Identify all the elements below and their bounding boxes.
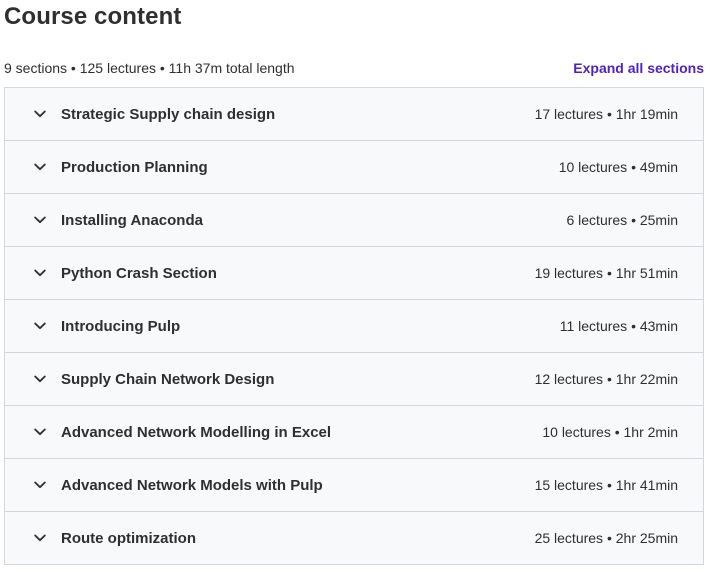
section-title: Installing Anaconda (61, 211, 203, 229)
section-header[interactable]: Route optimization 25 lectures • 2hr 25m… (5, 512, 703, 565)
section-meta: 15 lectures • 1hr 41min (534, 477, 678, 493)
section-meta: 12 lectures • 1hr 22min (534, 371, 678, 387)
section-header[interactable]: Installing Anaconda 6 lectures • 25min (5, 194, 703, 247)
chevron-down-icon (33, 425, 47, 439)
expand-all-sections-button[interactable]: Expand all sections (573, 60, 704, 76)
section-title: Strategic Supply chain design (61, 105, 276, 123)
chevron-down-icon (33, 319, 47, 333)
chevron-down-icon (33, 372, 47, 386)
chevron-down-icon (33, 213, 47, 227)
chevron-down-icon (33, 478, 47, 492)
section-meta: 11 lectures • 43min (559, 318, 678, 334)
chevron-down-icon (33, 107, 47, 121)
section-title: Supply Chain Network Design (61, 370, 275, 388)
course-summary: 9 sections • 125 lectures • 11h 37m tota… (4, 60, 295, 76)
section-header[interactable]: Production Planning 10 lectures • 49min (5, 141, 703, 194)
section-header[interactable]: Advanced Network Modelling in Excel 10 l… (5, 406, 703, 459)
section-header[interactable]: Supply Chain Network Design 12 lectures … (5, 353, 703, 406)
page-title: Course content (4, 3, 182, 30)
section-meta: 10 lectures • 49min (558, 159, 678, 175)
section-header[interactable]: Python Crash Section 19 lectures • 1hr 5… (5, 247, 703, 300)
section-header[interactable]: Introducing Pulp 11 lectures • 43min (5, 300, 703, 353)
section-title: Production Planning (61, 158, 208, 176)
section-title: Python Crash Section (61, 264, 217, 282)
section-header[interactable]: Strategic Supply chain design 17 lecture… (5, 88, 703, 141)
section-meta: 10 lectures • 1hr 2min (542, 424, 678, 440)
section-header[interactable]: Advanced Network Models with Pulp 15 lec… (5, 459, 703, 512)
section-meta: 25 lectures • 2hr 25min (534, 530, 678, 546)
section-meta: 19 lectures • 1hr 51min (534, 265, 678, 281)
section-title: Advanced Network Models with Pulp (61, 476, 323, 494)
section-title: Route optimization (61, 529, 196, 547)
sections-list: Strategic Supply chain design 17 lecture… (4, 87, 704, 565)
chevron-down-icon (33, 531, 47, 545)
section-meta: 6 lectures • 25min (566, 212, 678, 228)
section-title: Introducing Pulp (61, 317, 181, 335)
section-meta: 17 lectures • 1hr 19min (534, 106, 678, 122)
chevron-down-icon (33, 160, 47, 174)
chevron-down-icon (33, 266, 47, 280)
section-title: Advanced Network Modelling in Excel (61, 423, 332, 441)
summary-row: 9 sections • 125 lectures • 11h 37m tota… (4, 58, 704, 78)
